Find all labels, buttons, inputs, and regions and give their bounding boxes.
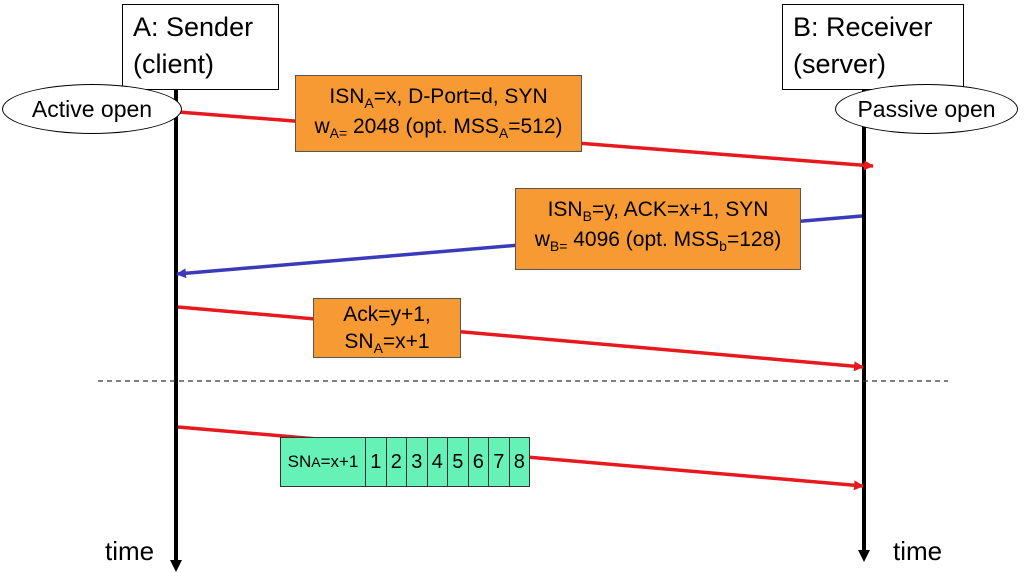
syn-message-box: ISNA=x, D-Port=d, SYN wA= 2048 (opt. MSS… xyxy=(295,75,582,152)
passive-open-label: Passive open xyxy=(857,95,996,122)
syn-line-1: ISNA=x, D-Port=d, SYN xyxy=(329,85,548,111)
syn-ack-line-2: wB= 4096 (opt. MSSb=128) xyxy=(534,228,782,254)
data-byte-cell: 1 xyxy=(365,437,387,487)
data-byte-cell: 5 xyxy=(447,437,469,487)
syn-ack-message-box: ISNB=y, ACK=x+1, SYN wB= 4096 (opt. MSSb… xyxy=(515,188,801,270)
ack-message-box: Ack=y+1, SNA=x+1 xyxy=(313,298,461,358)
sender-title: A: Sender xyxy=(133,12,254,42)
ack-arrow xyxy=(177,305,864,372)
data-byte-cell: 8 xyxy=(508,437,530,487)
ack-line-2: SNA=x+1 xyxy=(344,330,430,356)
active-open-oval: Active open xyxy=(2,84,182,134)
active-open-label: Active open xyxy=(31,95,153,122)
ack-line-1: Ack=y+1, xyxy=(343,303,431,326)
syn-ack-line-1: ISNB=y, ACK=x+1, SYN xyxy=(547,198,769,224)
receiver-time-label: time xyxy=(893,536,943,566)
data-byte-cell: 2 xyxy=(385,437,407,487)
sender-box: A: Sender (client) xyxy=(122,4,279,90)
data-byte-cell: 3 xyxy=(406,437,428,487)
receiver-role: (server) xyxy=(793,49,886,79)
passive-open-oval: Passive open xyxy=(835,84,1018,134)
sender-role: (client) xyxy=(133,49,215,79)
sender-time-label: time xyxy=(105,536,155,566)
syn-line-2: wA= 2048 (opt. MSSA=512) xyxy=(314,115,563,141)
data-byte-cell: 6 xyxy=(467,437,489,487)
data-byte-cell: 4 xyxy=(426,437,448,487)
receiver-box: B: Receiver (server) xyxy=(782,4,964,90)
receiver-title: B: Receiver xyxy=(793,12,933,42)
data-byte-cell: 7 xyxy=(488,437,510,487)
